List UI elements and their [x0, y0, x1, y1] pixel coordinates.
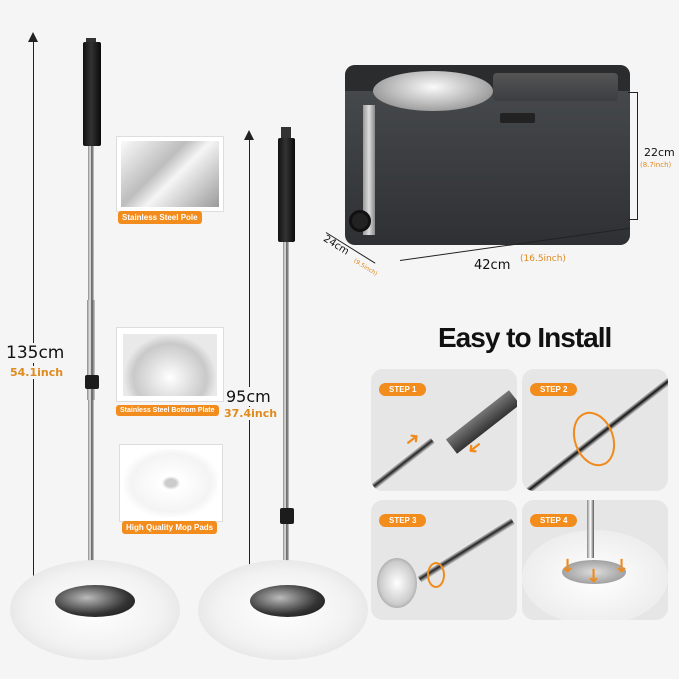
feature-card-steel-pole	[116, 136, 224, 212]
dimension-arrow-up-icon	[244, 130, 254, 140]
step-badge: STEP 1	[379, 383, 427, 396]
left-height-inch: 54.1inch	[10, 366, 64, 379]
feature-card-mop-pads	[119, 444, 223, 522]
right-pole-shaft	[283, 242, 289, 592]
step-badge: STEP 2	[530, 383, 578, 396]
press-down-arrow-icon: ↓	[560, 556, 576, 577]
pole-shaft	[587, 500, 594, 558]
right-pole-grip	[278, 138, 295, 242]
install-step-4: STEP 4 ↓ ↓ ↓	[522, 500, 668, 620]
dimension-arrow-up-icon	[28, 32, 38, 42]
bucket-height-tick-bottom	[628, 219, 638, 220]
bucket-height-cm: 22cm	[644, 146, 675, 159]
left-height-cm: 135cm	[6, 343, 65, 363]
step-badge: STEP 3	[379, 514, 427, 527]
steel-tubes-icon	[121, 141, 219, 207]
mop-plate-icon	[562, 560, 626, 584]
feature-label-bottom-plate: Stainless Steel Bottom Plate	[116, 405, 219, 416]
bucket-side-stripe	[363, 105, 375, 235]
left-dimension-line	[33, 35, 34, 605]
right-height-inch: 37.4inch	[224, 407, 278, 420]
right-pole-clamp	[280, 508, 294, 524]
bucket-height-line	[637, 92, 638, 220]
feature-label-mop-pads: High Quality Mop Pads	[122, 521, 218, 534]
right-mop-plate	[250, 585, 325, 617]
pole-cap	[281, 127, 291, 139]
left-pole-clamp	[85, 375, 99, 389]
left-pole-lower	[87, 300, 95, 400]
install-step-1: STEP 1 ➜ ➜	[371, 369, 517, 491]
press-down-arrow-icon: ↓	[614, 556, 630, 577]
left-pole-grip	[83, 42, 101, 146]
bucket-height-inch: (8.7inch)	[640, 161, 672, 169]
install-step-3: STEP 3	[371, 500, 517, 620]
install-title: Easy to Install	[438, 322, 612, 353]
install-step-2: STEP 2	[522, 369, 668, 491]
bucket-well	[493, 73, 618, 101]
bucket-height-tick-top	[628, 92, 638, 93]
spin-basket	[373, 71, 493, 111]
pole-lower-section	[371, 437, 435, 491]
left-mop-plate	[55, 585, 135, 617]
rotate-arrow-icon	[427, 562, 445, 588]
mop-plate-icon	[377, 558, 417, 608]
bottom-plate-icon	[123, 334, 217, 396]
bucket-latch	[500, 113, 535, 123]
drain-valve-icon	[349, 210, 371, 232]
feature-label-steel-pole: Stainless Steel Pole	[118, 211, 202, 224]
right-dimension-line	[249, 134, 250, 610]
mop-bucket	[345, 65, 630, 245]
feature-card-bottom-plate	[116, 327, 224, 402]
bucket-width-inch: (16.5inch)	[520, 254, 566, 264]
mop-pad-icon	[124, 449, 218, 517]
bucket-width-cm: 42cm	[474, 258, 511, 273]
press-down-arrow-icon: ↓	[586, 566, 602, 587]
bucket-depth-inch: (9.5inch)	[352, 257, 379, 278]
rotate-arrow-icon	[565, 405, 623, 473]
right-height-cm: 95cm	[226, 387, 271, 406]
step-badge: STEP 4	[530, 514, 578, 527]
